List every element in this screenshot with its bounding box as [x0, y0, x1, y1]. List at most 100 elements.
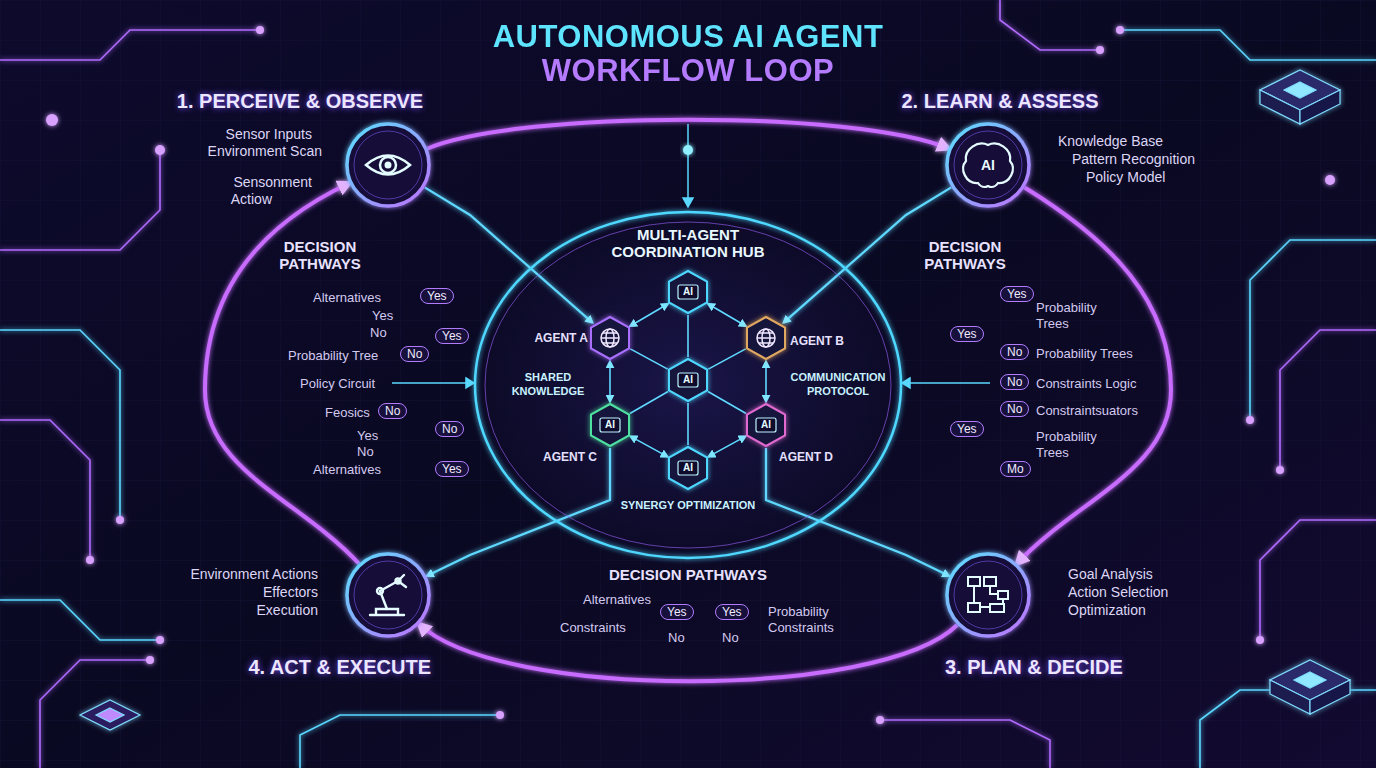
stage-detail: Effectors — [263, 584, 318, 601]
hub-label: SHARED KNOWLEDGE — [488, 370, 608, 398]
chip-graphic — [1284, 82, 1316, 98]
circuit-trace — [0, 30, 260, 60]
circuit-trace — [0, 330, 120, 520]
agent-link — [630, 436, 668, 457]
decision-pill: Mo — [1000, 461, 1031, 477]
stage-detail: Pattern Recognition — [1072, 151, 1195, 168]
trace-dot — [1246, 416, 1254, 424]
branch-label: No — [668, 630, 685, 646]
stage-circle — [944, 551, 1032, 639]
agent-hexagon — [757, 329, 775, 347]
trace-dot — [155, 145, 165, 155]
decision-pill: Yes — [715, 604, 749, 620]
branch-label: Alternatives — [313, 290, 381, 306]
pathway-link — [687, 124, 689, 206]
decision-pill: Yes — [660, 604, 694, 620]
decision-pill: No — [378, 403, 407, 419]
decision-pill: Yes — [950, 326, 984, 342]
branch-label: Probability Tree — [288, 348, 378, 364]
coordination-hub — [475, 212, 901, 558]
stage-circle: 4. ACT & EXECUTEEnvironment ActionsEffec… — [344, 551, 432, 639]
decision-pill: No — [435, 421, 464, 437]
branch-label: Alternatives — [583, 592, 651, 608]
trace-dot — [1325, 175, 1335, 185]
hub-label: SYNERGY OPTIMIZATION — [618, 498, 758, 512]
stage-heading: 1. PERCEIVE & OBSERVE — [177, 89, 423, 113]
stage-circle — [344, 551, 432, 639]
stage-circle — [990, 604, 1004, 612]
stage-circle — [385, 162, 392, 169]
decision-pill: No — [400, 346, 429, 362]
trace-dot — [46, 26, 1335, 724]
hub-label: COMMUNICATION PROTOCOL — [778, 370, 898, 398]
agent-hexagon: AI — [668, 270, 708, 314]
agent-label: AGENT C — [543, 450, 597, 464]
decision-pill: Yes — [435, 461, 469, 477]
trace-dot — [1116, 26, 1124, 34]
decision-pill: Yes — [950, 421, 984, 437]
pathway-heading: DECISION PATHWAYS — [915, 238, 1015, 272]
stage-detail: Environment Actions — [190, 566, 318, 583]
stage-circle: 1. PERCEIVE & OBSERVESensor InputsEnviro… — [344, 121, 432, 209]
workflow-arrow — [419, 624, 957, 681]
chip-graphic — [80, 70, 1350, 730]
agent-hexagon — [591, 317, 629, 359]
stage-detail: Sensonment — [233, 174, 312, 191]
agent-link — [687, 315, 689, 357]
agent-link — [708, 436, 746, 457]
chip-graphic — [80, 700, 140, 730]
agent-link — [765, 361, 767, 402]
chip-graphic — [96, 708, 124, 722]
agent-hexagon — [746, 316, 786, 360]
workflow-arrow — [428, 120, 949, 149]
trace-dot — [256, 26, 264, 34]
circuit-trace — [880, 720, 1050, 768]
branch-label: Probability Constraints — [768, 604, 848, 635]
agent-hexagon — [669, 271, 707, 313]
branch-label: No — [370, 325, 387, 341]
circuit-trace — [1260, 520, 1376, 640]
agent-link — [708, 304, 746, 327]
branch-label: Constraintsuators — [1036, 403, 1138, 419]
agent-hexagon — [591, 404, 629, 446]
stage-detail: Action Selection — [1068, 584, 1168, 601]
hub-link — [766, 448, 949, 576]
trace-dot — [86, 556, 94, 564]
decision-pill: Yes — [420, 288, 454, 304]
stage-circle — [366, 156, 410, 175]
stage-circle — [963, 144, 1013, 187]
stage-circle — [954, 561, 1022, 629]
hub-link — [427, 448, 610, 576]
decision-pill: Yes — [1000, 286, 1034, 302]
stage-detail: Environment Scan — [208, 143, 322, 160]
agent-hexagon: AGENT B — [746, 316, 786, 360]
circuit-trace — [1120, 30, 1376, 60]
agent-hexagon — [747, 317, 785, 359]
stage-heading: 3. PLAN & DECIDE — [945, 655, 1123, 679]
workflow-arrow — [1017, 188, 1171, 564]
icon-label: AI — [683, 286, 693, 298]
agent-hexagon — [601, 329, 619, 347]
agent-hexagon — [757, 329, 775, 347]
branch-label: No — [357, 444, 374, 460]
agent-hexagon — [678, 285, 698, 299]
stage-circle: 2. LEARN & ASSESSAIKnowledge BasePattern… — [944, 121, 1032, 209]
trace-dot — [1096, 46, 1104, 54]
branch-label: Yes — [372, 308, 393, 324]
agent-hexagon — [601, 329, 619, 347]
stage-detail: Optimization — [1068, 602, 1146, 619]
branch-label: Probability Trees — [1036, 346, 1133, 362]
branch-label: Constraints Logic — [1036, 376, 1136, 392]
agent-hexagon — [669, 447, 707, 489]
stage-circle — [380, 157, 396, 173]
diagram-title: AUTONOMOUS AI AGENT WORKFLOW LOOP — [453, 20, 923, 88]
stage-circle — [968, 577, 1008, 612]
decision-pill: No — [1000, 344, 1029, 360]
pathway-heading: DECISION PATHWAYS — [270, 238, 370, 272]
agent-hexagon — [757, 333, 775, 343]
stage-circle — [354, 561, 422, 629]
agent-hexagon — [601, 333, 619, 343]
icon-label: AI — [981, 157, 995, 174]
agent-hexagon: AI — [668, 446, 708, 490]
